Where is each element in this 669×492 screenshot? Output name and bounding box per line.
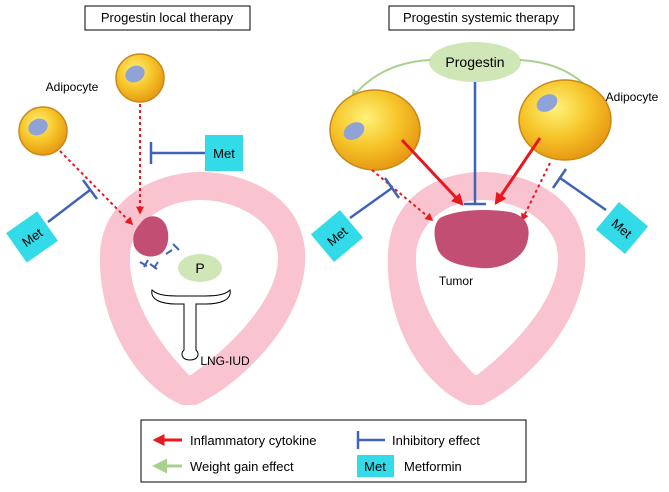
systemic-uterus: [387, 172, 586, 405]
systemic-cytokine-arrow-right-dotted: [521, 162, 551, 222]
local-title: Progestin local therapy: [101, 10, 234, 25]
local-inhibit-bar-left: [81, 179, 99, 200]
local-met-box-right: [205, 135, 243, 171]
systemic-inhibit-bar-left: [383, 177, 401, 199]
systemic-cytokine-arrow-right-solid: [494, 137, 542, 205]
systemic-inhibit-line-right: [559, 176, 607, 212]
local-progestin-label: P: [195, 260, 204, 276]
legend-met-box: [357, 455, 394, 477]
legend-metformin-label: Metformin: [404, 459, 462, 474]
legend-inhibitory-label: Inhibitory effect: [392, 433, 480, 448]
legend-weight-gain-label: Weight gain effect: [190, 459, 294, 474]
local-met-box-left: Met: [6, 211, 58, 263]
local-progestin-bubble: [178, 254, 222, 282]
legend-inflammatory-label: Inflammatory cytokine: [190, 433, 316, 448]
systemic-progestin-label: Progestin: [445, 54, 504, 70]
local-adipocyte-top: [115, 53, 165, 103]
systemic-progestin-bubble: [429, 42, 521, 82]
legend: Inflammatory cytokine Inhibitory effect …: [140, 419, 527, 483]
local-tumor: [133, 216, 169, 257]
local-adipocyte-label: Adipocyte: [46, 80, 99, 94]
legend-met-box-label: Met: [364, 459, 386, 474]
lng-iud-device: [151, 288, 231, 361]
systemic-adipocyte-left: [329, 89, 421, 171]
systemic-tumor: [434, 210, 529, 269]
systemic-title-box: [388, 5, 575, 31]
local-inhibit-line-left: [47, 189, 91, 223]
systemic-inhibit-line-left: [349, 186, 393, 220]
local-therapy-panel: Progestin local therapy Adipocyte Met Me…: [6, 5, 306, 405]
local-uterus: [99, 172, 306, 405]
local-cytokine-arrow-left: [59, 150, 134, 226]
systemic-met-box-right: Met: [595, 201, 649, 255]
systemic-inhibit-bar-right: [551, 168, 568, 189]
systemic-tumor-label: Tumor: [439, 274, 473, 288]
systemic-cytokine-arrow-left-solid: [400, 138, 464, 206]
systemic-met-box-left: Met: [310, 209, 364, 263]
systemic-title: Progestin systemic therapy: [403, 10, 560, 25]
systemic-adipocyte-label: Adipocyte: [606, 90, 659, 104]
systemic-cytokine-arrow-left-dotted: [371, 169, 434, 222]
lng-iud-label: LNG-IUD: [200, 354, 250, 368]
local-met-label-right: Met: [213, 146, 235, 161]
systemic-weight-gain-arrow-left: [350, 59, 431, 100]
local-title-box: [84, 5, 251, 31]
systemic-adipocyte-right: [518, 79, 612, 161]
local-adipocyte-left: [18, 106, 68, 156]
systemic-therapy-panel: Progestin systemic therapy Progestin Adi…: [310, 5, 659, 405]
legend-box: [140, 419, 527, 483]
local-progestin-inhibit-ticks: [139, 243, 180, 270]
